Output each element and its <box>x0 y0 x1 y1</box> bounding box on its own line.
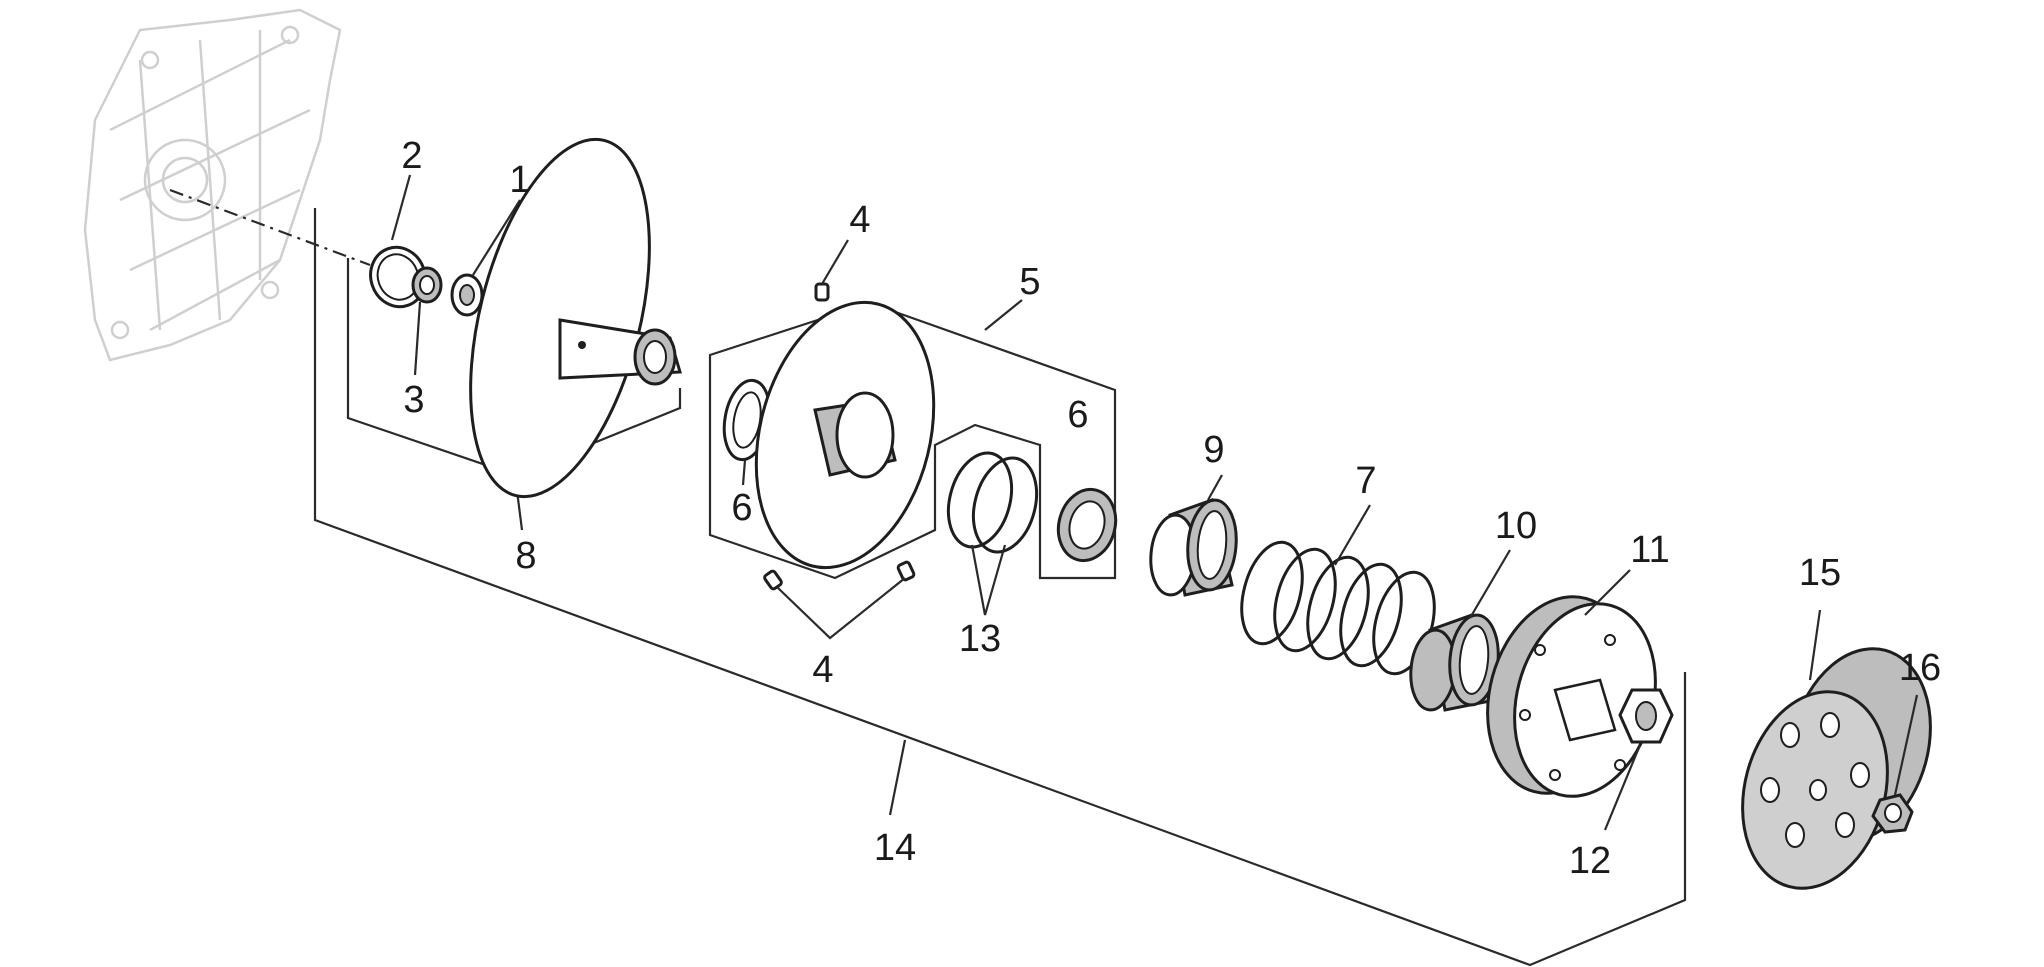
label-3: 3 <box>403 379 424 421</box>
label-16: 16 <box>1899 647 1941 689</box>
label-1: 1 <box>509 159 530 201</box>
label-4-bottom: 4 <box>812 649 833 691</box>
label-9: 9 <box>1203 429 1224 471</box>
part-3-bearing <box>411 266 443 304</box>
part-4-rollers-bottom <box>763 560 916 591</box>
part-16-small-nut <box>1871 793 1914 834</box>
label-4-top: 4 <box>849 199 870 241</box>
part-10-collar <box>1409 613 1500 712</box>
label-15: 15 <box>1799 552 1841 594</box>
label-2: 2 <box>401 135 422 177</box>
label-10: 10 <box>1495 505 1537 547</box>
leader-10 <box>1469 549 1511 619</box>
label-11: 11 <box>1630 529 1669 571</box>
part-2-circlip <box>369 245 427 309</box>
leader-4-top <box>821 239 849 285</box>
label-14: 14 <box>874 827 916 869</box>
leader-11 <box>1584 569 1631 616</box>
leader-4-bottom <box>777 577 906 640</box>
label-12: 12 <box>1569 840 1611 882</box>
label-6-right: 6 <box>1067 394 1088 436</box>
axis-line <box>169 188 371 267</box>
leader-14 <box>888 739 907 816</box>
label-8: 8 <box>515 535 536 577</box>
part-6-washer-right <box>1056 487 1118 563</box>
leader-5 <box>984 299 1023 331</box>
assembly-bracket-14 <box>313 208 1687 967</box>
part-8-fixed-pulley <box>469 137 682 499</box>
leader-6-left <box>741 459 747 486</box>
leader-1 <box>472 199 521 276</box>
leader-13 <box>970 544 1007 616</box>
part-4-roller-top <box>814 282 830 302</box>
leader-3 <box>413 301 422 376</box>
label-13: 13 <box>959 618 1001 660</box>
part-12-nut <box>1618 688 1674 744</box>
part-1-seal <box>450 273 484 317</box>
leader-15 <box>1808 609 1822 681</box>
leader-2 <box>390 174 412 241</box>
part-5-movable-pulley <box>754 300 936 570</box>
leader-9 <box>1207 474 1223 501</box>
label-6-left: 6 <box>731 487 752 529</box>
leader-12 <box>1603 744 1642 831</box>
leader-7 <box>1334 504 1371 566</box>
leader-16 <box>1893 694 1919 796</box>
part-9-sleeve <box>1149 498 1238 597</box>
bracket-5 <box>708 301 1117 580</box>
label-7: 7 <box>1355 460 1376 502</box>
part-11-clutch <box>1486 595 1657 798</box>
part-13-o-rings <box>946 451 1039 554</box>
housing-outline <box>83 8 342 362</box>
label-5: 5 <box>1019 261 1040 303</box>
